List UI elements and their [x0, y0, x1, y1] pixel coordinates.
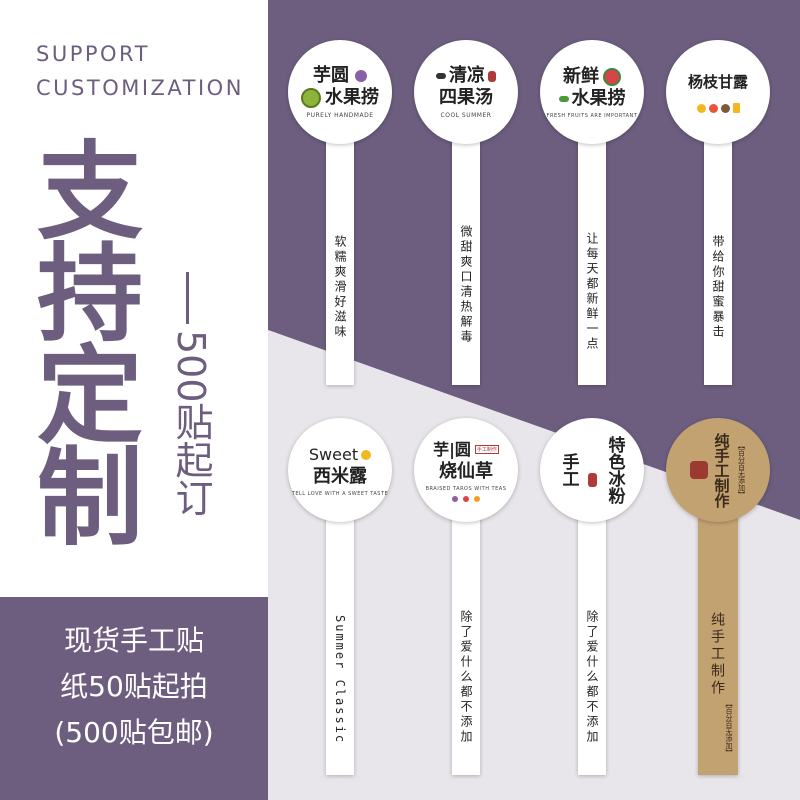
offer-line-3: (500贴包邮): [54, 716, 214, 749]
taro-dot-icon: [452, 495, 458, 502]
sticker-2-caption: COOL SUMMER: [440, 112, 492, 119]
fruit-slice-icon: [558, 95, 569, 102]
grapefruit-icon: [708, 103, 718, 113]
sticker-3-title: 新鲜: [563, 65, 599, 87]
sticker-7-title: 手工: [558, 453, 579, 487]
offer-line-2: 纸50贴起拍: [60, 670, 208, 703]
sticker-8-caption: 【百分百无添加】: [737, 442, 746, 498]
watermelon-icon: [603, 67, 621, 86]
sticker-2-title: 清凉: [449, 65, 485, 86]
support-text: SUPPORT: [36, 42, 150, 66]
kraft-seal-icon: [689, 461, 708, 479]
coconut-icon: [720, 103, 730, 113]
juice-icon: [732, 103, 740, 113]
taro-icon: [355, 70, 367, 82]
sticker-1-title: 芋圆: [313, 65, 349, 86]
sticker-4-title: 杨枝甘露: [687, 73, 748, 91]
seal-stamp-icon: [587, 473, 597, 487]
sticker-7-subtitle: 特色冰粉: [604, 436, 625, 504]
sticker-8-body-sub: 【百分百无添加】: [725, 700, 733, 756]
divider-line: [186, 272, 189, 324]
sticker-2-body: 微甜爽口清热解毒: [459, 225, 473, 345]
customization-text: CUSTOMIZATION: [36, 76, 244, 100]
sticker-3-caption: FRESH FRUITS ARE IMPORTANT: [546, 112, 638, 119]
sticker-8-title: 纯手工制作: [712, 432, 731, 508]
orange-dot-icon: [474, 495, 480, 502]
title-char-1: 支: [37, 131, 143, 254]
sticker-5-subtitle: 西米露: [313, 465, 367, 487]
title-char-3: 定: [37, 335, 143, 458]
min-order-text: 500贴起订: [169, 330, 213, 517]
sticker-6-title: 芋|圆: [433, 439, 471, 459]
sticker-7-body: 除了爱什么都不添加: [585, 610, 599, 745]
sticker-5-title: Sweet: [308, 444, 359, 464]
kiwi-icon: [301, 88, 321, 108]
sticker-6-subtitle: 烧仙草: [439, 460, 493, 482]
offer-panel: 现货手工贴 纸50贴起拍 (500贴包邮): [0, 597, 268, 800]
sticker-1-subtitle: 水果捞: [325, 87, 379, 108]
sticker-5-body: Summer Classic: [333, 615, 347, 745]
title-char-2: 持: [37, 233, 143, 356]
leaf-icon: [436, 73, 446, 79]
sticker-2-subtitle: 四果汤: [439, 87, 493, 108]
sticker-1-caption: PURELY HANDMADE: [306, 112, 374, 119]
sticker-6-tag: 手工制作: [474, 445, 499, 454]
sticker-8-body: 纯手工制作: [709, 612, 725, 697]
sticker-4-body: 带给你甜蜜暴击: [711, 235, 725, 340]
seal-icon: [488, 70, 496, 82]
mango-icon: [696, 103, 706, 113]
sticker-3-subtitle: 水果捞: [571, 87, 626, 109]
sticker-6-body: 除了爱什么都不添加: [459, 610, 473, 745]
title-char-4: 制: [37, 437, 143, 560]
red-dot-icon: [463, 495, 469, 502]
sticker-5-caption: TELL LOVE WITH A SWEET TASTE: [291, 490, 389, 497]
sticker-1-body: 软糯爽滑好滋味: [333, 235, 347, 340]
sticker-6-caption: BRAISED TAROS WITH TEAS: [425, 485, 507, 492]
sticker-3-body: 让每天都新鲜一点: [585, 232, 599, 352]
offer-line-1: 现货手工贴: [63, 624, 204, 657]
bowl-icon: [361, 449, 372, 460]
